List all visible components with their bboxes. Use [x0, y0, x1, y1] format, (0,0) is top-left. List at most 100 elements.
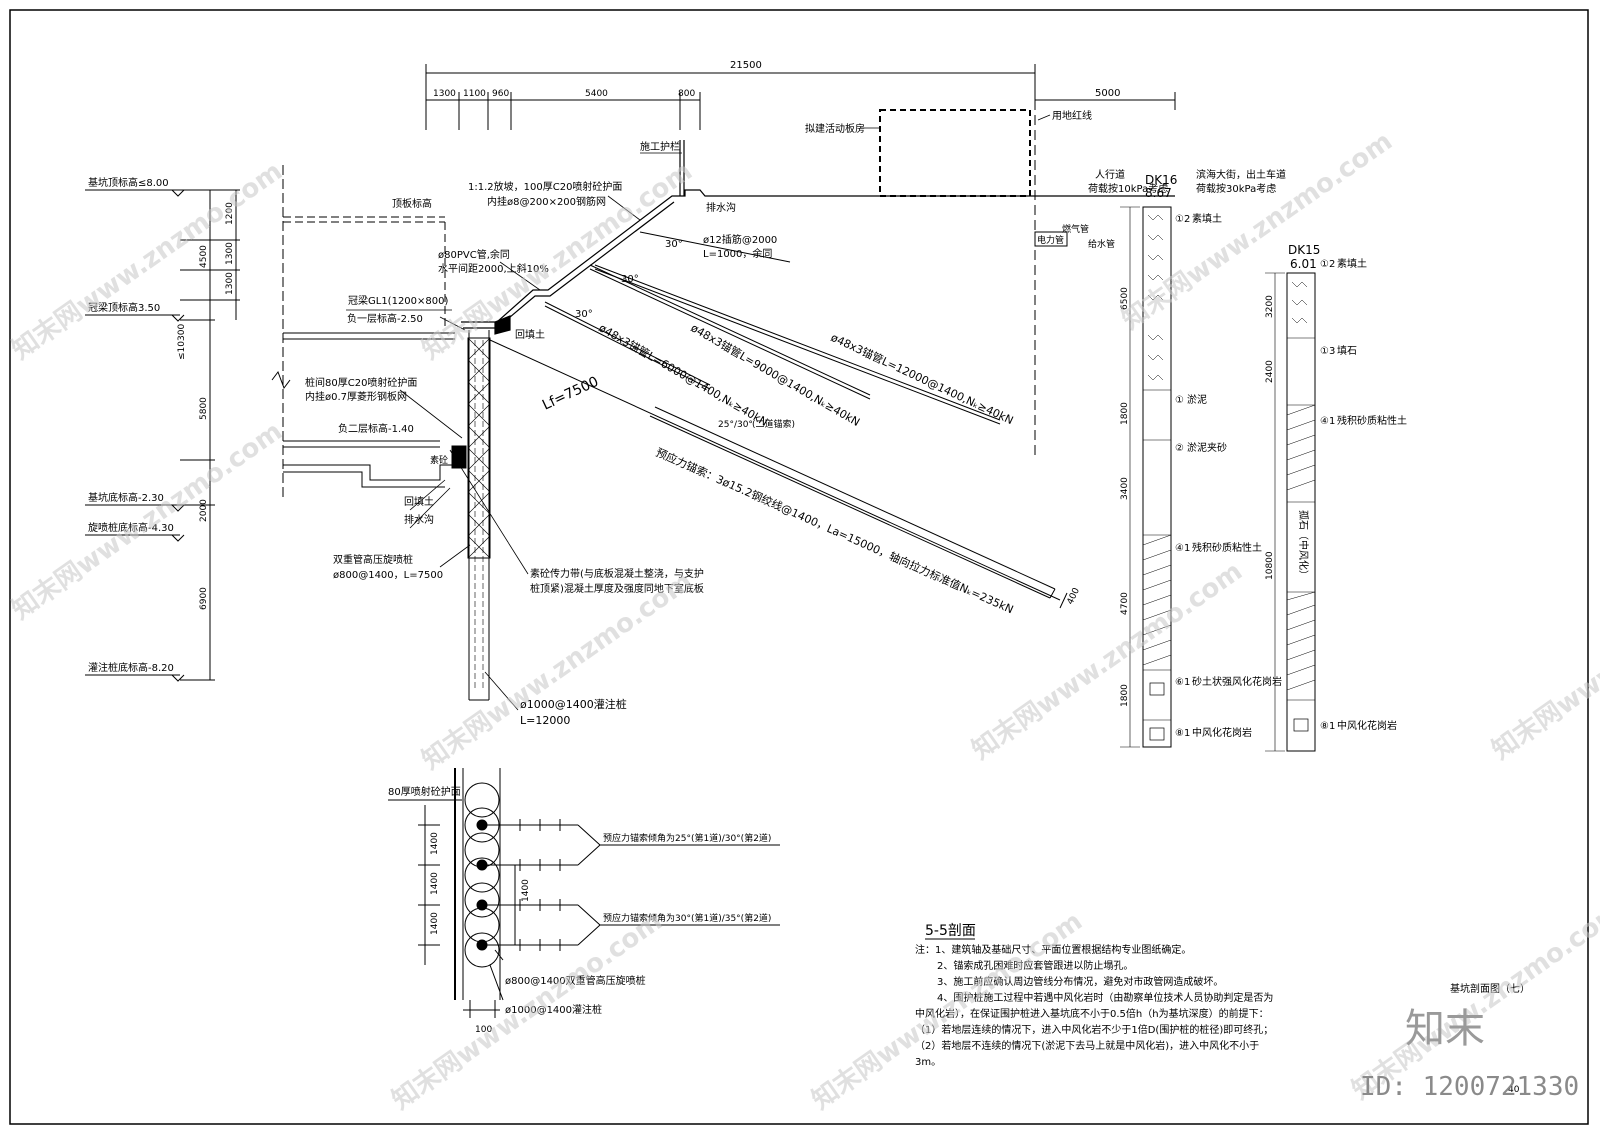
borehole-dk15: DK15 6.01	[1265, 243, 1320, 752]
nail-label-b: L=1000，余同	[703, 247, 772, 260]
building-leaders	[346, 309, 463, 529]
elev-pit-bottom: 基坑底标高-2.30	[88, 491, 164, 504]
bh2-name-3: 残积砂质粘性土	[1337, 414, 1407, 427]
bh2-code-1: ①2	[1320, 259, 1335, 270]
bh2-elev: 6.01	[1290, 257, 1317, 271]
page-number: 40	[1508, 1085, 1520, 1095]
slope-note-1: 1:1.2放坡，100厚C20喷射砼护面	[468, 180, 622, 193]
watermark-4: 知末网www.znzmo.com	[7, 416, 288, 625]
brand-logo: 知末	[1405, 1006, 1485, 1052]
elev-crown: 冠梁顶标高3.50	[88, 301, 160, 314]
angle-2: 30°	[621, 274, 639, 285]
slope-note-2: 内挂ø8@200×200钢筋网	[487, 195, 606, 208]
crown-beam-label: 冠梁GL1(1200×800)	[348, 294, 448, 307]
b1-label: 负一层标高-2.50	[347, 312, 423, 325]
belt-label-a: 素砼传力带(与底板混凝土整浇，与支护	[530, 567, 704, 580]
angle-3: 30°	[575, 309, 593, 320]
bh1-name-4: 残积砂质粘性土	[1192, 541, 1262, 554]
dim-seg-5: 800	[678, 89, 695, 99]
pvc-label-a: ø80PVC管,余同	[438, 248, 510, 261]
bh1-name-5: 砂土状强风化花岗岩	[1192, 675, 1282, 688]
plan-dim-1: 1400	[430, 832, 440, 855]
bh1-th-4: 4700	[1120, 592, 1130, 615]
bh1-elev: 8.67	[1145, 186, 1172, 200]
plan-dim-2: 1400	[430, 872, 440, 895]
shotcrete-label-b: 内挂ø0.7厚菱形钢板网	[305, 390, 407, 403]
bh1-code-4: ④1	[1175, 543, 1190, 554]
note-line-2: 2、锚索成孔困难时应套管跟进以防止塌孔。	[937, 959, 1133, 972]
plan-anchor-label-a: 预应力锚索倾角为25°(第1道)/30°(第2道)	[603, 832, 771, 844]
watermark-layer: 知末网www.znzmo.com 知末网www.znzmo.com 知末网www…	[7, 126, 1600, 1115]
slope-drain-label: 排水沟	[706, 201, 736, 214]
anchor-dim: 400	[1066, 586, 1082, 606]
jet-pile-label-b: ø800@1400，L=7500	[333, 570, 443, 581]
jet-grout-pile	[467, 337, 491, 559]
bh2-code-2: ①3	[1320, 346, 1335, 357]
dim-left-10300: ≤10300	[177, 324, 187, 360]
anchor-angle: 25°/30°	[718, 420, 753, 430]
drawing-frame	[9, 9, 1589, 1125]
nail-label-a: ø12插筋@2000	[703, 233, 777, 246]
dim-left-2000: 2000	[199, 499, 209, 522]
dim-left-5800: 5800	[199, 397, 209, 420]
power-pipe-label: 电力管	[1037, 234, 1064, 246]
anchor-spec: 预应力锚索：3ø15.2钢绞线@1400，La=15000，轴向拉力标准值Nₖ=…	[654, 445, 1016, 616]
watermark-5: 知末网www.znzmo.com	[417, 566, 698, 775]
drawing-title: 基坑剖面图（七）	[1450, 982, 1530, 995]
watermark-7: 知末网www.znzmo.com	[1487, 556, 1600, 765]
image-id: ID: 1200721330	[1360, 1072, 1579, 1102]
anchor-cable	[489, 339, 1068, 609]
note-line-6: （1）若地层连续的情况下，进入中风化岩不少于1倍D(围护桩的桩径)即可终孔；	[915, 1023, 1273, 1036]
road-label-b: 荷载按30kPa考虑	[1196, 182, 1276, 195]
angle-1: 30°	[665, 239, 683, 250]
power-pipe-box	[1034, 231, 1068, 247]
bh2-code-3: ④1	[1320, 416, 1335, 427]
bh2-th-2: 2400	[1265, 360, 1275, 383]
watermark-3: 知末网www.znzmo.com	[1117, 126, 1398, 335]
bh2-name-2: 填石	[1337, 344, 1357, 357]
red-line-label: 用地红线	[1052, 109, 1092, 122]
bh2-name: DK15	[1288, 243, 1320, 257]
bh1-th-5: 1800	[1120, 684, 1130, 707]
dim-left-1300b: 1300	[225, 272, 235, 295]
bh1-layer-labels: ①2 素填土 ① 淤泥 ② 淤泥夹砂 ④1 残积砂质粘性土 ⑥1 砂土状强风化花…	[1175, 212, 1282, 739]
elevation-leaders	[85, 189, 240, 682]
bored-pile-label-a: ø1000@1400灌注桩	[520, 697, 627, 711]
bh1-name-3: 淤泥夹砂	[1187, 441, 1227, 454]
bored-pile	[451, 330, 490, 701]
top-dimension-lines	[425, 64, 1176, 130]
bh1-name-1: 素填土	[1192, 212, 1222, 225]
borehole-dk16: DK16 8.67	[1120, 173, 1177, 748]
bh2-code-5: ⑧1	[1320, 721, 1335, 732]
shotcrete-label-a: 桩间80厚C20喷射砼护面	[305, 376, 417, 389]
note-line-8: 3m。	[915, 1057, 941, 1068]
water-pipe-label: 给水管	[1088, 238, 1115, 250]
pvc-label-b: 水平间距2000,上斜10%	[438, 262, 549, 275]
gas-pipe-label: 燃气管	[1062, 223, 1089, 235]
bh1-th-2: 1800	[1120, 402, 1130, 425]
note-line-7: （2）若地层不连续的情况下(淤泥下去马上就是中风化岩)，进入中风化不小于	[915, 1039, 1259, 1052]
bh1-code-3: ②	[1175, 443, 1184, 454]
cushion-label: 素砼	[430, 454, 448, 466]
nail-3-label: ø48x3锚管L=12000@1400,Nₖ≥40kN	[829, 330, 1016, 427]
basement-outline	[271, 165, 460, 500]
walkway-label-b: 荷载按10kPa考虑	[1088, 182, 1168, 195]
dim-seg-3: 960	[492, 89, 509, 99]
guard-rail-label: 施工护栏	[640, 140, 680, 153]
note-line-5: 中风化岩），在保证围护桩进入基坑底不小于0.5倍h（h为基坑深度）的前提下：	[915, 1007, 1269, 1020]
plan-dim-3: 1400	[430, 912, 440, 935]
plan-bored-label: ø1000@1400灌注桩	[505, 1003, 602, 1016]
plan-jet-label: ø800@1400双重管高压旋喷桩	[505, 974, 646, 987]
soil-nails	[439, 231, 1001, 425]
bh1-code-2: ①	[1175, 395, 1184, 406]
note-line-4: 4、围护桩施工过程中若遇中风化岩时（由勘察单位技术人员协助判定是否为	[937, 991, 1273, 1004]
b2-label: 负二层标高-1.40	[338, 422, 414, 435]
note-line-1: 注：1、建筑轴及基础尺寸、平面位置根据结构专业图纸确定。	[915, 943, 1191, 956]
note-line-3: 3、施工前应确认周边管线分布情况，避免对市政管网造成破坏。	[937, 975, 1223, 988]
elev-jet-bottom: 旋喷桩底标高-4.30	[88, 521, 174, 534]
roof-label: 顶板标高	[392, 197, 432, 210]
bh2-name-1: 素填土	[1337, 257, 1367, 270]
plan-detail	[388, 768, 780, 1018]
bh1-code-1: ①2	[1175, 214, 1190, 225]
